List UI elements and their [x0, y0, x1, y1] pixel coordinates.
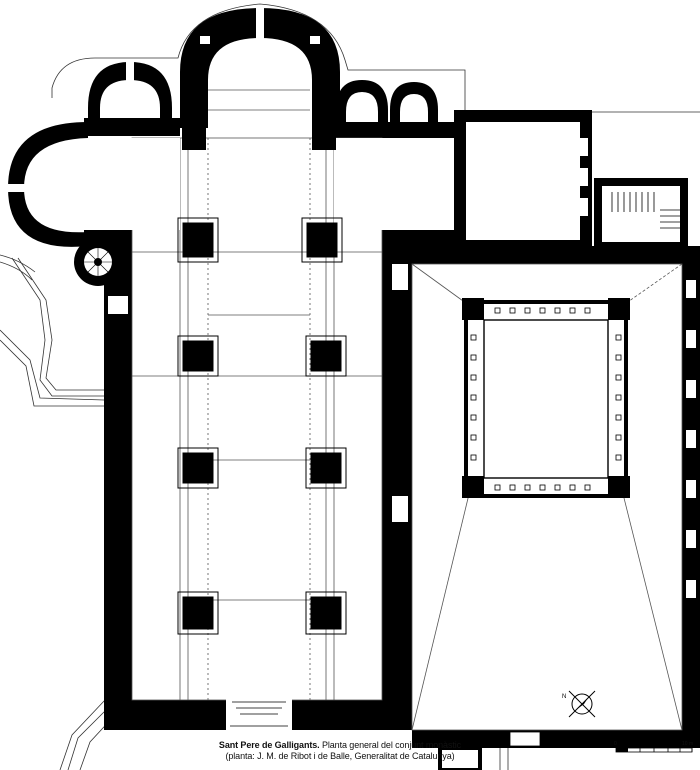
- wall-openings: [108, 180, 414, 522]
- pier: [177, 335, 219, 377]
- cloister: [411, 246, 700, 770]
- pier: [301, 217, 343, 263]
- caption-title: Sant Pere de Galligants.: [218, 740, 320, 750]
- north-arrow-icon: N: [562, 690, 596, 718]
- west-portal: [226, 698, 292, 732]
- pier: [177, 217, 219, 263]
- scale-bar: [615, 746, 693, 753]
- pier: [312, 128, 336, 150]
- apse-windows: [8, 8, 320, 192]
- pier: [305, 335, 347, 377]
- pier: [305, 591, 347, 635]
- apse-chapels: [8, 8, 438, 247]
- svg-text:N: N: [562, 694, 566, 700]
- nave-piers: [177, 128, 347, 635]
- pier: [177, 591, 219, 635]
- scale-start-label: 0: [614, 741, 617, 747]
- east-buildings: [454, 110, 688, 252]
- pier: [182, 128, 206, 150]
- plan-caption-line-1: Sant Pere de Galligants. Planta general …: [170, 740, 510, 751]
- scale-end-label: 10 m: [682, 741, 694, 747]
- stair-tower: [84, 248, 112, 276]
- pier: [305, 447, 347, 489]
- plan-caption-line-2: (planta: J. M. de Ribot i de Balle, Gene…: [225, 751, 455, 761]
- caption-subtitle: Planta general del conjunt monàstic: [319, 740, 462, 750]
- pier: [177, 447, 219, 489]
